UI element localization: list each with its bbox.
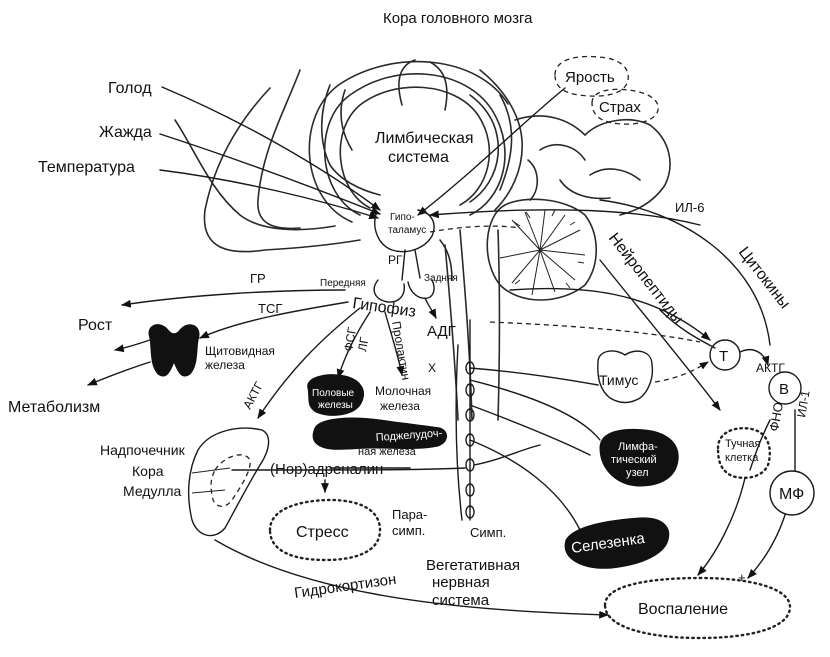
x-label: Х	[428, 361, 436, 375]
parasymp-label-2: симп.	[392, 523, 425, 538]
adg-label: АДГ	[427, 323, 456, 340]
metabolism-label: Метаболизм	[8, 399, 100, 416]
thyroid-label-2: железа	[205, 358, 245, 372]
inflammation-label: Воспаление	[638, 601, 728, 618]
lymph-node-label-1: Лимфа-	[618, 441, 658, 453]
limbic-label-line2: система	[388, 149, 449, 166]
temperature-label: Температура	[38, 159, 135, 176]
limbic-label-line1: Лимбическая	[375, 130, 474, 147]
hunger-label: Голод	[108, 80, 152, 97]
ans-label-2: нервная	[432, 574, 490, 591]
il1-label: ИЛ-1	[794, 389, 813, 419]
actg-left-label: АКТГ	[240, 379, 266, 411]
mast-cell-label-1: Тучная	[725, 438, 761, 450]
growth-label: Рост	[78, 317, 113, 334]
hypothalamus: Гипо- таламус РГ	[375, 210, 434, 280]
stress-label: Стресс	[296, 524, 349, 541]
adrenal-gland	[189, 428, 269, 535]
ans-label-1: Вегетативная	[426, 557, 520, 574]
pancreas-label-2: ная железа	[358, 446, 417, 458]
fear-label: Страх	[599, 99, 641, 116]
pituitary-label: Гипофиз	[351, 295, 416, 321]
thymus-label: Тимус	[599, 372, 638, 388]
rage-label: Ярость	[565, 69, 615, 86]
anterior-label: Передняя	[320, 278, 366, 289]
symp-label: Симп.	[470, 525, 506, 540]
thyroid-label-1: Щитовидная	[205, 344, 275, 358]
adrenal-medulla-label: Медулла	[123, 483, 181, 499]
gonads-label-2: железы	[318, 400, 353, 411]
mammary-label-1: Молочная	[375, 384, 431, 398]
tnf-label: ФНО	[766, 401, 786, 433]
adrenal-label: Надпочечник	[100, 442, 186, 458]
lymph-node-label-2: тический	[611, 454, 657, 466]
plus-label: +	[738, 570, 746, 585]
pituitary: Передняя Задняя Гипофиз	[320, 273, 458, 321]
thyroid	[149, 325, 199, 376]
lymph-node-label-3: узел	[626, 467, 649, 479]
adrenal-medulla	[211, 455, 250, 507]
parasymp-label-1: Пара-	[392, 507, 427, 522]
t-cell-label: Т	[719, 348, 728, 365]
cerebellum	[487, 199, 596, 300]
thyroid-arrows	[88, 340, 150, 385]
neuropeptides-label: Нейропептиды	[605, 230, 686, 328]
mammary-label-2: железа	[380, 399, 420, 413]
gonads-label-1: Половые	[312, 388, 355, 399]
tsg-label: ТСГ	[258, 301, 282, 316]
macrophage-label: МФ	[779, 486, 804, 503]
autonomic-chain	[456, 320, 600, 530]
b-cell-label: В	[779, 381, 789, 398]
rg-label: РГ	[388, 253, 403, 267]
diagram-title: Кора головного мозга	[383, 10, 533, 27]
il6-label: ИЛ-6	[675, 200, 704, 215]
thirst-label: Жажда	[99, 124, 152, 141]
hydrocortisone-label: Гидрокортизон	[293, 571, 397, 602]
posterior-label: Задняя	[424, 273, 458, 284]
lg-label: ЛГ	[355, 335, 371, 352]
hypothalamus-label-1: Гипо-	[390, 212, 415, 223]
hydrocortisone-arrow	[215, 540, 608, 615]
gr-label: ГР	[250, 271, 266, 286]
rage-fear-group: Ярость Страх	[555, 56, 658, 124]
adrenal-cortex-label: Кора	[132, 463, 164, 479]
prolactin-label: Пролактин	[389, 320, 413, 381]
hypothalamus-label-2: таламус	[388, 225, 426, 236]
